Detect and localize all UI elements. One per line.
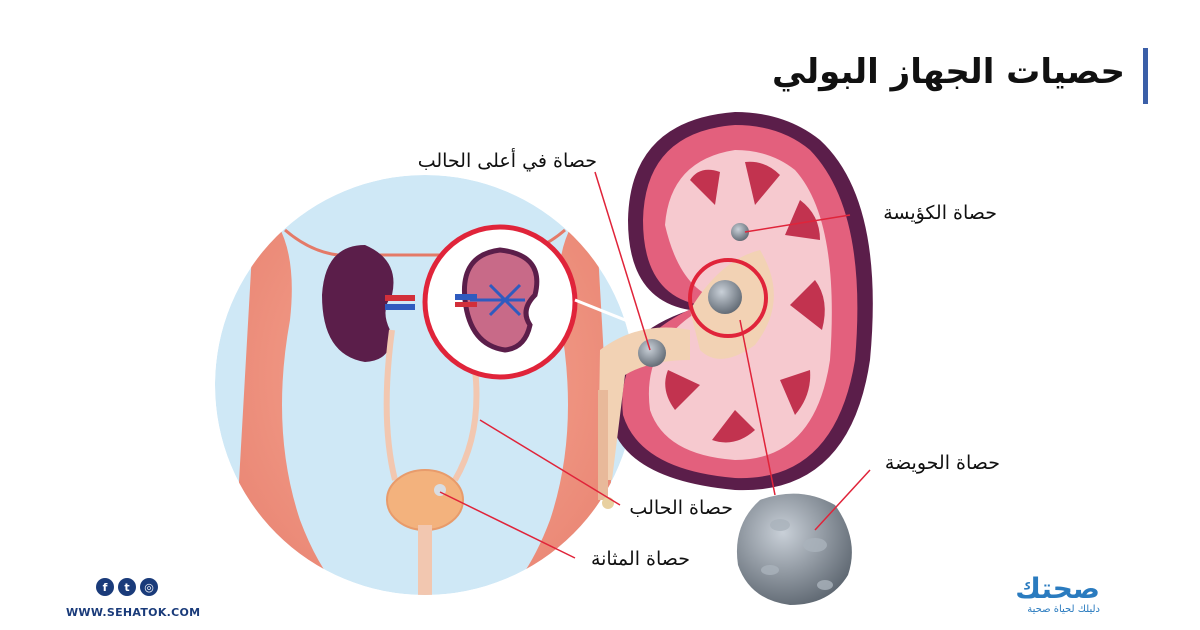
label-bladder-stone: حصاة المثانة [590,548,690,570]
bladder [386,469,464,531]
website-url[interactable]: WWW.SEHATOK.COM [66,606,201,619]
label-calyx-stone: حصاة الكؤيسة [883,202,997,224]
instagram-icon[interactable]: ◎ [140,578,158,596]
upper-ureter-stone [638,339,666,367]
label-upper-ureter-stone: حصاة في أعلى الحالب [417,150,597,172]
brand-logo: صحتك [1015,572,1100,605]
label-ureter-stone: حصاة الحالب [629,497,733,519]
pelvis-stone [708,280,742,314]
title-accent-bar [1143,48,1148,104]
page-title: حصيات الجهاز البولي [772,52,1125,92]
ureter-stone [602,497,614,509]
large-pelvis-stone [736,493,852,605]
twitter-icon[interactable]: t [118,578,136,596]
calyx-stone [731,223,749,241]
facebook-icon[interactable]: f [96,578,114,596]
body-circle [215,175,635,595]
body-kidney-left [322,245,394,362]
brand-tagline: دليلك لحياة صحية [1027,604,1100,615]
label-pelvis-stone: حصاة الحويضة [884,452,1000,474]
social-icons: f t ◎ [96,578,158,596]
